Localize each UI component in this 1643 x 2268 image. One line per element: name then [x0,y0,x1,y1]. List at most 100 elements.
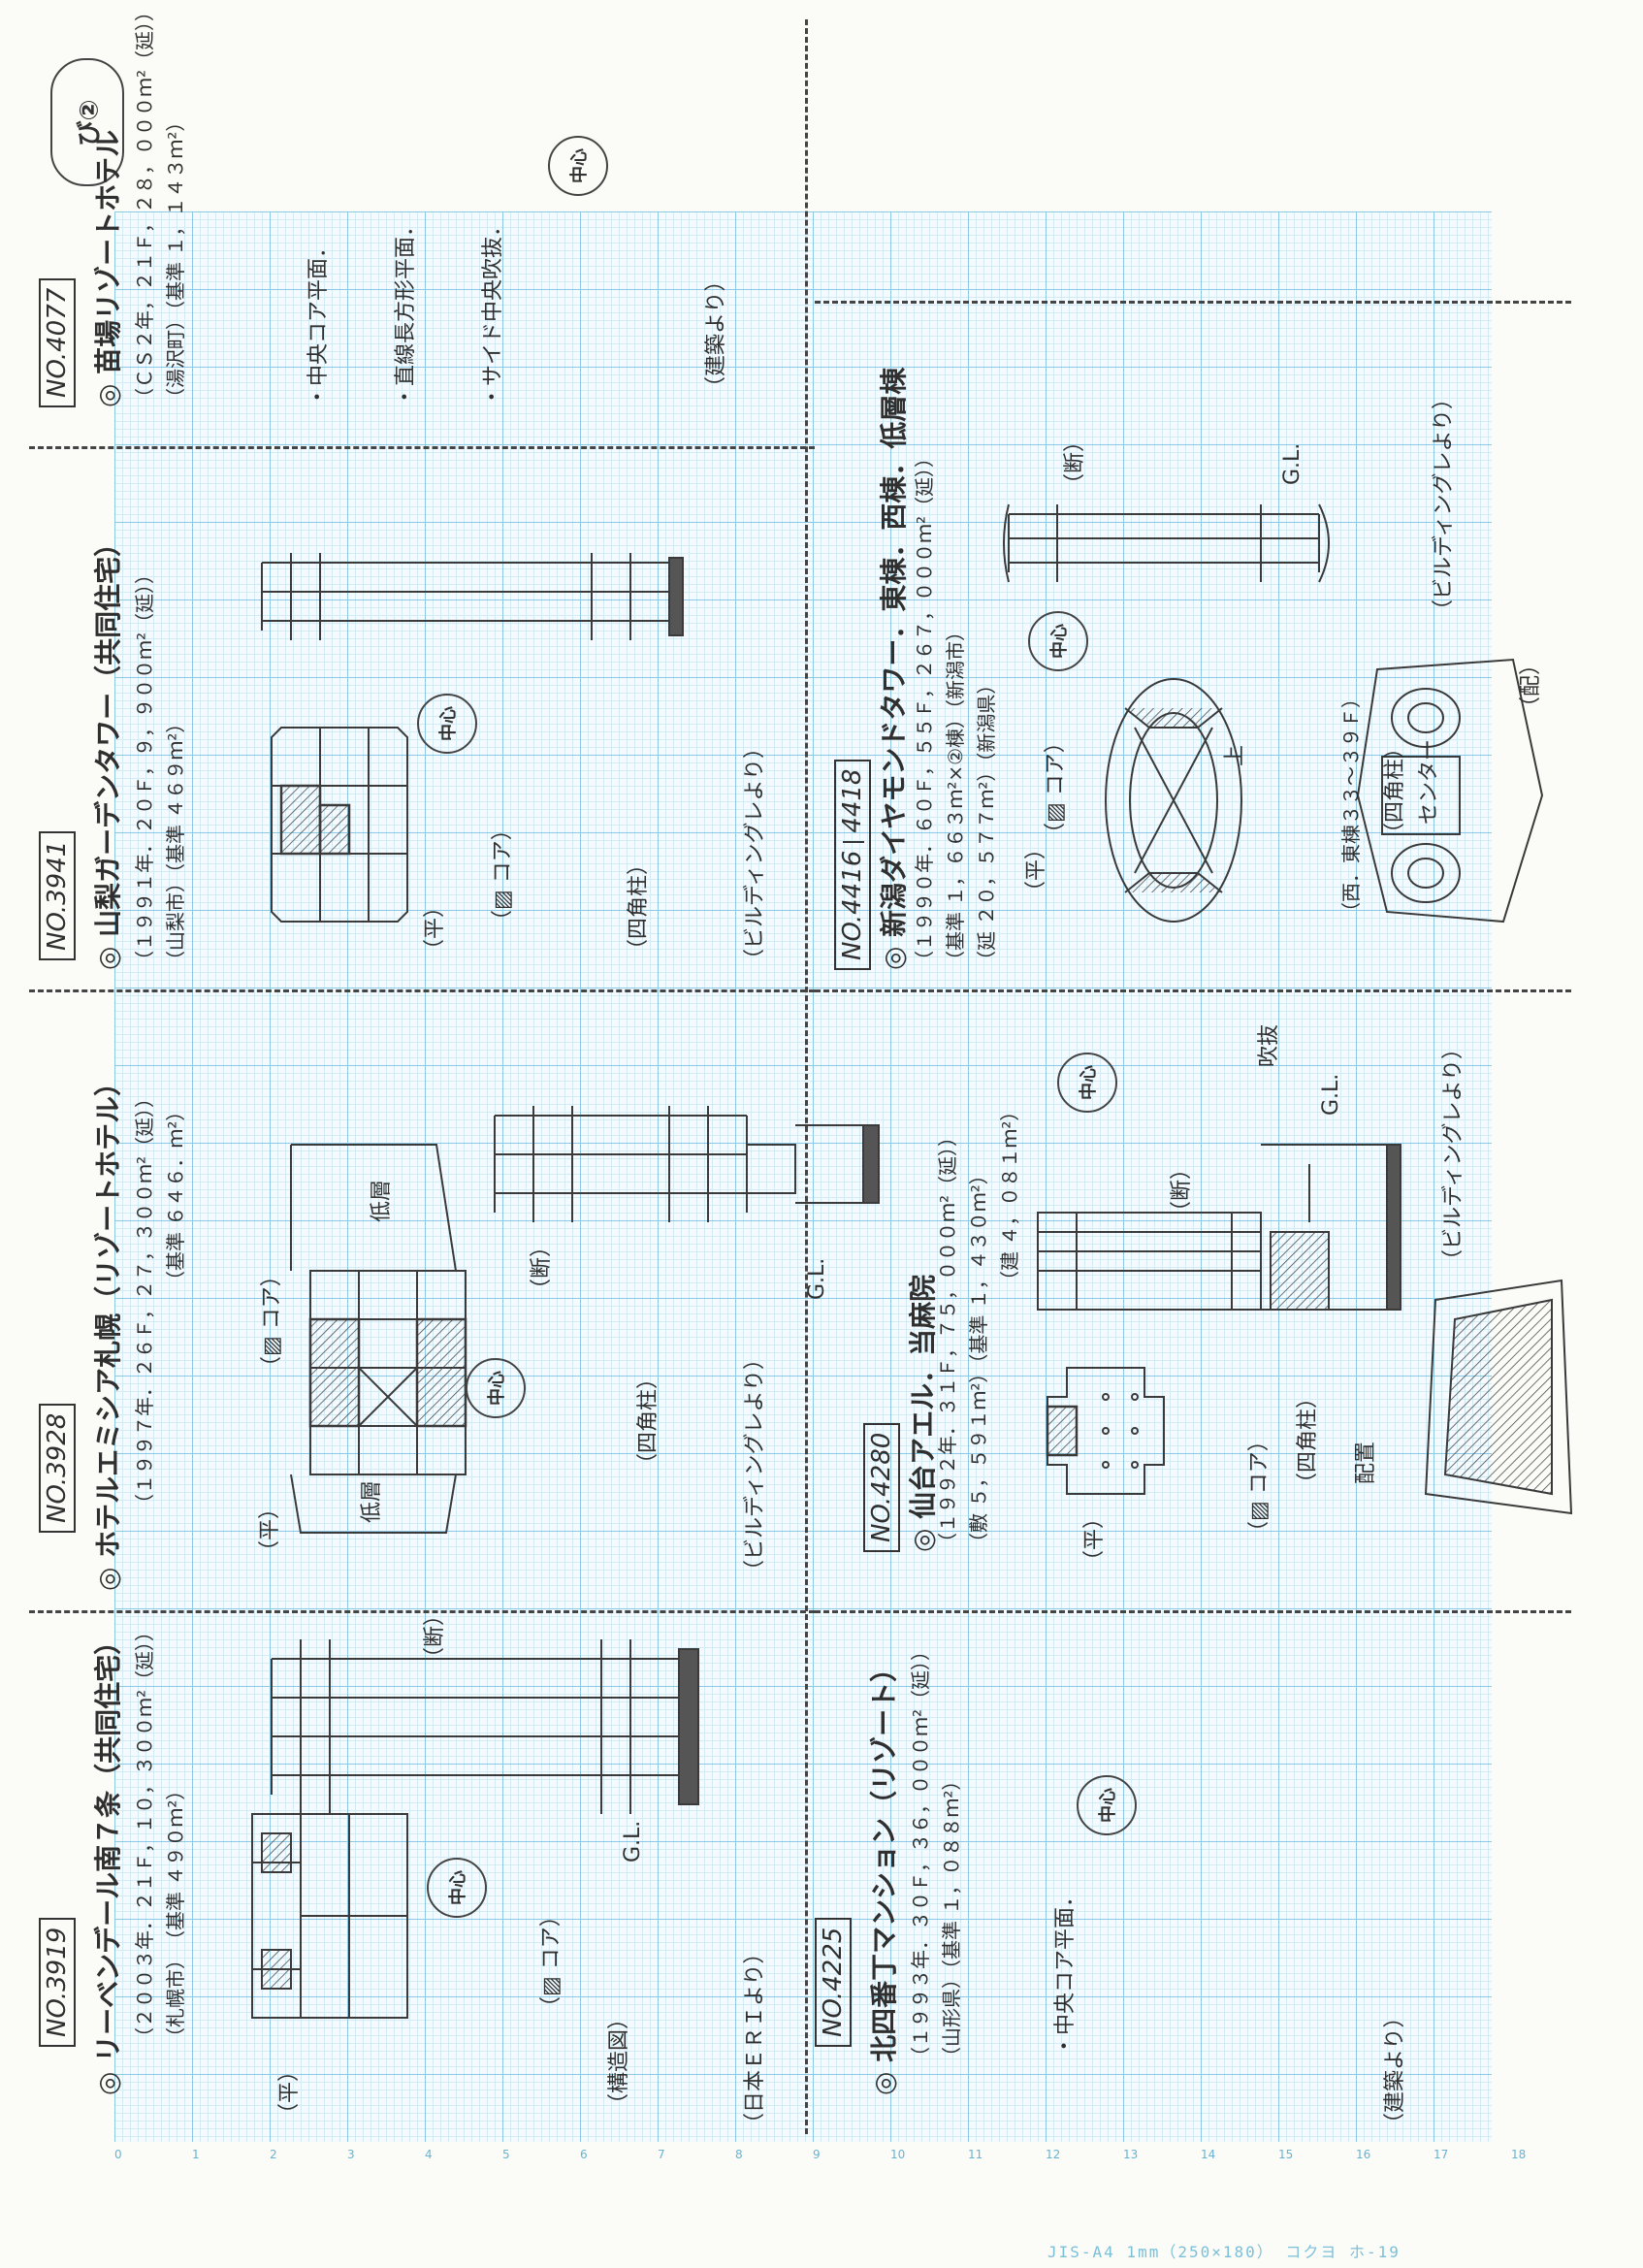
east-west-label-4416: （西．東棟３３～３９Ｆ） [1339,689,1363,922]
section-label-3919: （断） [423,1604,447,1669]
entry-id-secondary: 4418 [838,768,867,833]
core-label-4280: （▨ コア） [1247,1430,1272,1542]
entry-id-text: NO.4280 [867,1432,896,1542]
source-3919: （日本ＥＲＩより） [743,1942,767,2134]
entry-title-3941: ◎ 山梨ガーデンタワー（共同住宅） [92,529,124,970]
plan-sketch-3919 [251,1813,408,2019]
scale-tick: 11 [968,2148,983,2161]
entry-title-4225: ◎ 北四番丁マンション（リゾート） [868,1654,900,2095]
plan-label-3919: （平） [277,2059,302,2124]
stamp-3919: 中心 [427,1858,487,1918]
source-3928: （ビルディングレより） [743,1347,767,1581]
site-plan-sketch-4416: センター [1356,658,1544,923]
plan-label-4280: （平） [1082,1507,1107,1571]
section-sketch-3941 [261,553,684,640]
side-label-4416: （四角柱） [1383,736,1407,844]
svg-text:低層: 低層 [360,1480,384,1523]
scale-tick: 13 [1123,2148,1139,2161]
paper-footer: JIS-A4 1mm（250×180） コクヨ ホ-19 [1047,2243,1401,2261]
plan-label-3928: （平） [258,1497,282,1562]
entry-title-3928: ◎ ホテルエミシア札幌（リゾートホテル） [92,1068,124,1591]
svg-text:上: 上 [1223,745,1247,766]
row-divider-left-2 [29,989,815,992]
scale-tick: 7 [658,2148,665,2161]
side-label-3941: （四角柱） [627,853,651,960]
page-badge: び② [50,58,124,186]
entry-id-text: NO.4416 [838,850,867,960]
scale-tick: 15 [1278,2148,1294,2161]
plan-sketch-3941 [271,727,408,923]
stamp-4280: 中心 [1057,1053,1117,1113]
entry-id-text: NO.3919 [43,1927,72,2037]
section-sketch-4416 [1003,503,1330,583]
section-label-4280: （断） [1170,1157,1194,1222]
core-label-3941: （▨ コア） [491,819,515,931]
plan-sketch-3928: 低層 低層 [290,1144,467,1534]
gl-label-3919: G.L. [621,1820,645,1863]
entry-id-text: NO.4225 [819,1927,848,2037]
row-divider-right-1 [815,1610,1571,1613]
note3-4077: ・サイド中央吹抜． [481,214,505,407]
atrium-label-4280: 吹抜 [1257,1023,1281,1067]
row-divider-right-2 [815,989,1571,992]
source-4225: （建築より） [1383,2006,1407,2134]
core-label-3928: （▨ コア） [260,1265,284,1377]
section-label-3928: （断） [530,1235,554,1300]
stamp-text: 中心 [1079,1065,1099,1100]
scale-tick: 9 [813,2148,821,2161]
scale-tick: 5 [502,2148,510,2161]
entry-id-4416: NO.4416 4418 [834,759,871,970]
scale-tick: 3 [347,2148,355,2161]
stamp-text: 中心 [487,1371,507,1406]
entry-id-text: NO.3928 [43,1412,72,1523]
entry-id-3928: NO.3928 [39,1403,76,1533]
entry-id-text: NO.4077 [43,287,72,398]
entry-line2-4225: （山形県）（基準 １，０８８ｍ²） [940,1770,963,2066]
scale-tick: 8 [735,2148,743,2161]
entry-line2-4077: （湯沢町）（基準 １，１４３ｍ²） [164,112,187,407]
stamp-text: 中心 [1098,1788,1118,1823]
plan-sketch-4280 [1046,1367,1165,1495]
row-divider-left-3 [29,446,815,449]
scale-tick: 6 [580,2148,588,2161]
note1-4077: ・中央コア平面． [306,236,331,407]
core-label-4416: （▨ コア） [1044,731,1068,844]
source-3941: （ビルディングレより） [743,736,767,970]
entry-line2-4416: （基準 １，６６３ｍ²×②棟）（新潟市） [944,621,967,970]
entry-line3-4416: （延 ２０，５７７ｍ²）（新潟県） [975,674,998,970]
entry-id-4280: NO.4280 [863,1422,900,1552]
gl-label-4416: G.L. [1280,442,1305,485]
entry-id-3919: NO.3919 [39,1917,76,2047]
entry-id-4225: NO.4225 [815,1917,852,2047]
site-label-4280: 配置 [1354,1441,1378,1484]
plan-label-4416: （平） [1024,837,1048,902]
site-label-4416: （配） [1519,653,1543,718]
gl-label-3928: G.L. [805,1257,829,1300]
entry-line1-3919: （２００３年．２１Ｆ，１０，３００ｍ²（延）） [133,1621,156,2047]
stamp-4416: 中心 [1028,611,1088,671]
scale-tick: 2 [270,2148,277,2161]
row-divider-right-3 [815,301,1571,304]
stamp-4077: 中心 [548,136,608,196]
source-4280: （ビルディングレより） [1441,1037,1466,1271]
scale-tick: 12 [1046,2148,1061,2161]
note2-4077: ・直線長方形平面． [394,214,418,407]
note1-4225: ・中央コア平面． [1053,1885,1078,2057]
entry-id-4077: NO.4077 [39,277,76,407]
entry-title-4077: ◎ 苗場リゾートホテル [92,129,124,407]
section-label-4416: （断） [1063,430,1087,495]
scale-tick: 4 [425,2148,433,2161]
scale-tick: 10 [890,2148,906,2161]
entry-title-4416: ◎ 新潟ダイヤモンドタワー．東棟．西棟．低層棟 [878,367,910,970]
stamp-text: 中心 [569,148,590,183]
side-label-3928: （四角柱） [636,1367,660,1474]
entry-title-3919: ◎ リーベンデール南７条（共同住宅） [92,1627,124,2095]
source-4416: （ビルディングレより） [1432,387,1456,621]
stamp-3941: 中心 [417,694,477,754]
section-sketch-3919 [271,1639,699,1814]
scale-tick: 16 [1356,2148,1371,2161]
entry-id-text: NO.3941 [43,840,72,951]
scale-tick: 18 [1511,2148,1527,2161]
entry-line1-4077: （ＣＳ２年，２１Ｆ，２８，０００ｍ²（延）） [133,1,156,407]
entry-line2-3919: （札幌市） （基準 ４９０ｍ²） [164,1780,187,2047]
